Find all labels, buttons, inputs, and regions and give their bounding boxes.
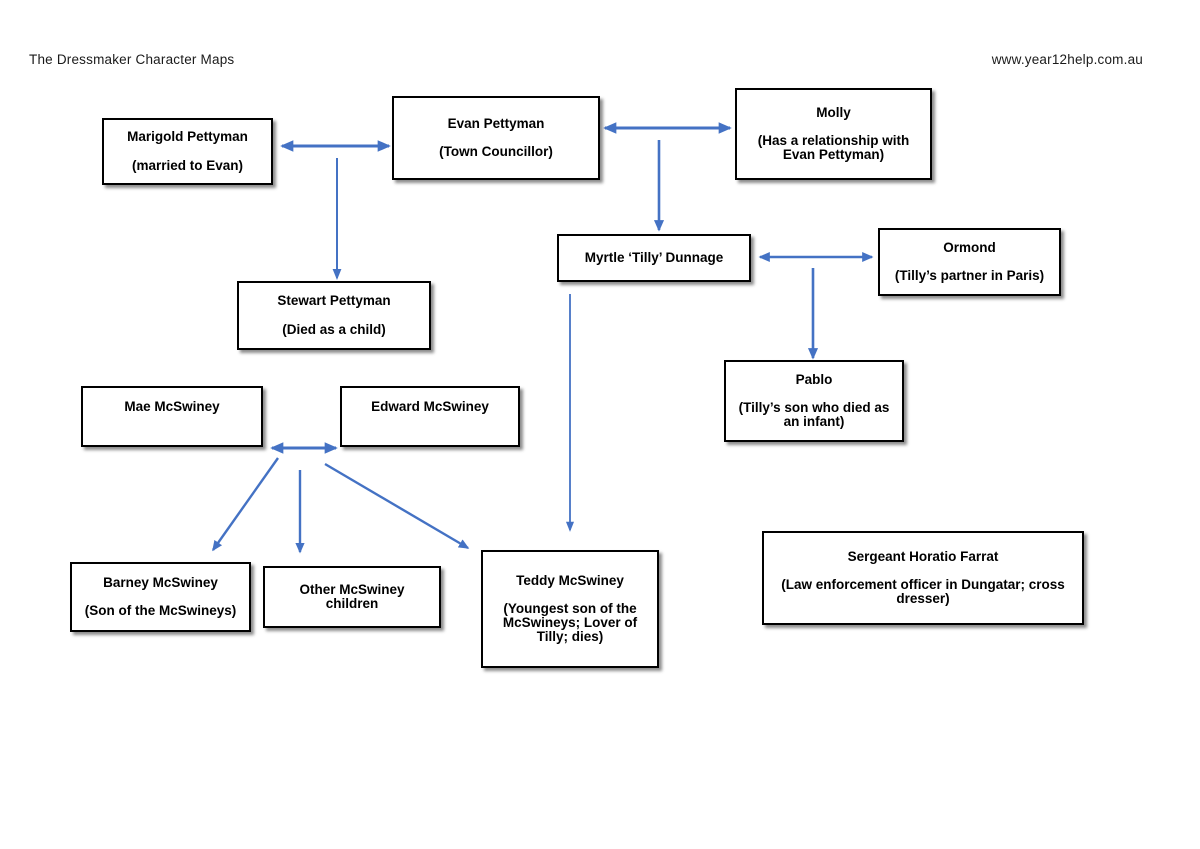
node-title: Marigold Pettyman bbox=[127, 129, 248, 145]
node-title: Sergeant Horatio Farrat bbox=[847, 548, 999, 564]
node-title: Barney McSwiney bbox=[103, 574, 218, 590]
node-sergeant-horatio-farrat[interactable]: Sergeant Horatio Farrat (Law enforcement… bbox=[762, 531, 1084, 625]
node-myrtle-tilly-dunnage[interactable]: Myrtle ‘Tilly’ Dunnage bbox=[557, 234, 751, 282]
connector-mcswineys-to-teddy bbox=[324, 462, 470, 550]
node-mae-mcswiney[interactable]: Mae McSwiney bbox=[81, 386, 263, 447]
node-subtitle: (Law enforcement officer in Dungatar; cr… bbox=[781, 576, 1065, 607]
connector-mcswineys-to-barney bbox=[212, 457, 279, 552]
source-website-label: www.year12help.com.au bbox=[991, 52, 1143, 67]
node-teddy-mcswiney[interactable]: Teddy McSwiney (Youngest son of the McSw… bbox=[481, 550, 659, 668]
node-title: Ormond bbox=[943, 239, 996, 255]
node-marigold-pettyman[interactable]: Marigold Pettyman (married to Evan) bbox=[102, 118, 273, 185]
node-evan-pettyman[interactable]: Evan Pettyman (Town Councillor) bbox=[392, 96, 600, 180]
node-subtitle: (Tilly’s son who died as an infant) bbox=[738, 399, 890, 430]
node-title: Other McSwiney children bbox=[299, 581, 405, 611]
node-barney-mcswiney[interactable]: Barney McSwiney (Son of the McSwineys) bbox=[70, 562, 251, 632]
node-subtitle: (Town Councillor) bbox=[439, 144, 553, 159]
node-title: Molly bbox=[816, 104, 851, 120]
node-title: Mae McSwiney bbox=[124, 399, 220, 414]
node-title: Evan Pettyman bbox=[447, 115, 545, 131]
node-title: Myrtle ‘Tilly’ Dunnage bbox=[584, 249, 724, 265]
node-ormond[interactable]: Ormond (Tilly’s partner in Paris) bbox=[878, 228, 1061, 296]
node-title: Teddy McSwiney bbox=[516, 572, 624, 588]
node-subtitle: (married to Evan) bbox=[131, 157, 244, 173]
page-title: The Dressmaker Character Maps bbox=[29, 52, 235, 67]
node-subtitle: (Has a relationship with Evan Pettyman) bbox=[757, 132, 910, 163]
node-molly[interactable]: Molly (Has a relationship with Evan Pett… bbox=[735, 88, 932, 180]
node-subtitle: (Son of the McSwineys) bbox=[84, 603, 237, 618]
node-subtitle: (Died as a child) bbox=[282, 321, 386, 337]
node-subtitle: (Tilly’s partner in Paris) bbox=[894, 268, 1045, 283]
node-title: Edward McSwiney bbox=[371, 399, 489, 414]
node-other-mcswiney-children[interactable]: Other McSwiney children bbox=[263, 566, 441, 628]
node-subtitle: (Youngest son of the McSwineys; Lover of… bbox=[502, 600, 638, 645]
node-title: Pablo bbox=[795, 371, 833, 387]
node-stewart-pettyman[interactable]: Stewart Pettyman (Died as a child) bbox=[237, 281, 431, 350]
node-title: Stewart Pettyman bbox=[277, 293, 391, 309]
node-edward-mcswiney[interactable]: Edward McSwiney bbox=[340, 386, 520, 447]
node-pablo[interactable]: Pablo (Tilly’s son who died as an infant… bbox=[724, 360, 904, 442]
